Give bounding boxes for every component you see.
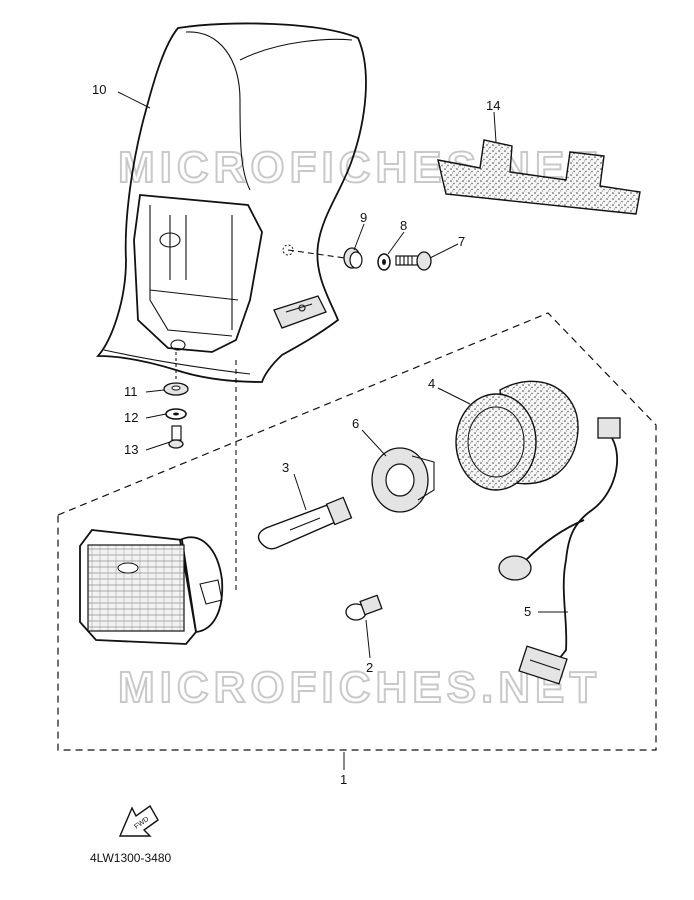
washer-part-11 (163, 382, 189, 396)
small-bulb-part-2 (345, 594, 383, 621)
callout-14: 14 (486, 98, 500, 113)
callout-8: 8 (400, 218, 407, 233)
wire-harness-part-5 (498, 417, 621, 685)
callout-12: 12 (124, 410, 138, 425)
washer-part-8 (377, 253, 391, 271)
callout-2: 2 (366, 660, 373, 675)
bulb-part-3 (257, 496, 353, 550)
bulb-holder-part-6 (371, 447, 435, 513)
callout-1: 1 (340, 772, 347, 787)
callout-10: 10 (92, 82, 106, 97)
headlight-unit (79, 529, 224, 645)
callout-11: 11 (124, 384, 138, 399)
watermark-bottom: MICROFICHES.NET (118, 663, 601, 712)
foam-seal-part-14 (437, 139, 641, 215)
callout-5: 5 (524, 604, 531, 619)
callout-4: 4 (428, 376, 435, 391)
leader-lines (117, 91, 568, 770)
grommet-part-9 (343, 247, 363, 269)
callout-6: 6 (352, 416, 359, 431)
assembly-outline (57, 312, 657, 751)
callout-13: 13 (124, 442, 138, 457)
callout-3: 3 (282, 460, 289, 475)
screw-part-13 (168, 425, 184, 449)
washer-part-12 (165, 408, 187, 420)
bolt-part-7 (395, 251, 432, 271)
callout-7: 7 (458, 234, 465, 249)
rubber-boot-part-4 (455, 380, 579, 491)
forward-arrow-icon: FWD (118, 804, 159, 837)
diagram-code: 4LW1300-3480 (90, 851, 171, 865)
headlight-cowl (96, 22, 367, 383)
callout-9: 9 (360, 210, 367, 225)
